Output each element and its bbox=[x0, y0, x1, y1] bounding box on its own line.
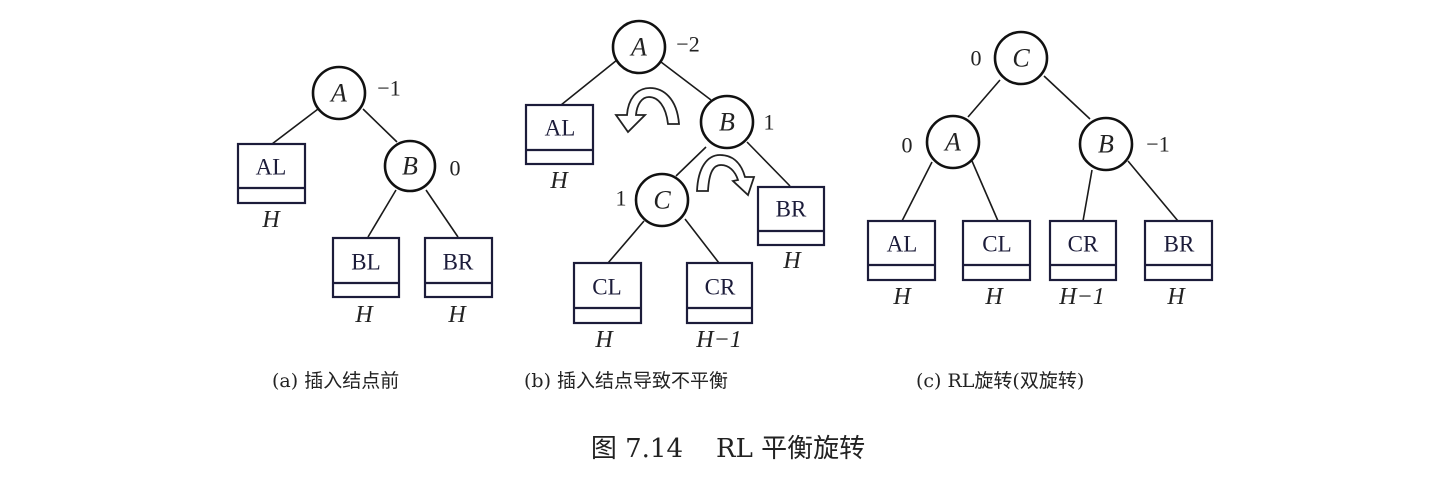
node-a-B: B 0 bbox=[383, 139, 461, 193]
edge-a-A-AL bbox=[271, 105, 323, 145]
subtree-c-BR: BR H bbox=[1143, 219, 1214, 310]
subtree-label: CL bbox=[982, 232, 1011, 257]
edge-a-B-BR bbox=[425, 189, 459, 238]
edge-c-A-CL bbox=[971, 160, 999, 222]
caption-c: (c) RL旋转(双旋转) bbox=[916, 370, 1084, 392]
panel-c: C 0 A 0 B −1 AL H CL H CR H bbox=[866, 30, 1214, 392]
node-label: A bbox=[943, 128, 961, 157]
node-label: A bbox=[629, 33, 647, 62]
subtree-height: H−1 bbox=[1058, 284, 1105, 310]
subtree-height: H bbox=[1166, 284, 1186, 310]
subtree-a-BR: BR H bbox=[423, 236, 494, 328]
subtree-label: AL bbox=[545, 116, 576, 141]
subtree-label: AL bbox=[887, 232, 918, 257]
caption-b: (b) 插入结点导致不平衡 bbox=[524, 370, 728, 392]
node-c-A: A 0 bbox=[902, 114, 981, 170]
node-label: C bbox=[1012, 44, 1030, 73]
balance-factor: 1 bbox=[616, 186, 627, 211]
balance-factor: 0 bbox=[971, 46, 982, 71]
subtree-height: H bbox=[594, 327, 614, 353]
subtree-b-BR: BR H bbox=[756, 185, 826, 274]
edge-b-A-AL bbox=[560, 59, 618, 106]
node-c-C: C 0 bbox=[971, 30, 1049, 86]
subtree-label: CL bbox=[592, 275, 621, 300]
node-label: B bbox=[1098, 130, 1114, 159]
subtree-height: H bbox=[261, 207, 281, 233]
edge-b-B-C bbox=[675, 146, 707, 177]
balance-factor: 1 bbox=[764, 110, 775, 135]
node-label: B bbox=[719, 108, 735, 137]
subtree-c-AL: AL H bbox=[866, 219, 937, 310]
node-b-B: B 1 bbox=[699, 94, 775, 150]
node-label: C bbox=[653, 186, 671, 215]
subtree-b-CL: CL H bbox=[572, 261, 643, 353]
node-a-A: A −1 bbox=[311, 65, 401, 121]
subtree-a-BL: BL H bbox=[331, 236, 401, 328]
subtree-label: AL bbox=[256, 155, 287, 180]
node-label: B bbox=[402, 152, 418, 181]
rotate-right-arrow-icon bbox=[696, 154, 756, 197]
subtree-label: BR bbox=[443, 250, 474, 275]
subtree-height: H bbox=[984, 284, 1004, 310]
subtree-label: CR bbox=[1068, 232, 1099, 257]
edge-a-A-B bbox=[362, 108, 398, 143]
node-b-C: C 1 bbox=[616, 172, 690, 228]
balance-factor: −1 bbox=[1146, 132, 1169, 157]
subtree-height: H bbox=[447, 302, 467, 328]
panel-a: A −1 B 0 AL H BL H BR H (a) 插入结点前 bbox=[236, 65, 494, 392]
balance-factor: 0 bbox=[902, 133, 913, 158]
subtree-height: H−1 bbox=[695, 327, 742, 353]
subtree-height: H bbox=[892, 284, 912, 310]
node-c-B: B −1 bbox=[1078, 116, 1170, 172]
edge-c-B-CR bbox=[1082, 169, 1093, 222]
figure-title: 图 7.14 RL 平衡旋转 bbox=[591, 434, 865, 464]
rotate-left-arrow-icon bbox=[614, 87, 680, 134]
subtree-height: H bbox=[549, 168, 569, 194]
subtree-label: CR bbox=[705, 275, 736, 300]
edge-c-B-BR bbox=[1127, 160, 1179, 222]
subtree-height: H bbox=[782, 248, 802, 274]
subtree-a-AL: AL H bbox=[236, 142, 307, 233]
edge-a-B-BL bbox=[367, 189, 397, 238]
subtree-c-CL: CL H bbox=[961, 219, 1032, 310]
edge-c-A-AL bbox=[901, 161, 933, 222]
node-label: A bbox=[329, 79, 347, 108]
subtree-c-CR: CR H−1 bbox=[1048, 219, 1118, 310]
subtree-b-CR: CR H−1 bbox=[685, 261, 754, 353]
node-b-A: A −2 bbox=[611, 19, 700, 75]
edge-c-C-B bbox=[1043, 75, 1091, 120]
edge-c-C-A bbox=[967, 79, 1001, 118]
subtree-label: BL bbox=[351, 250, 380, 275]
subtree-label: BR bbox=[1164, 232, 1195, 257]
subtree-b-AL: AL H bbox=[524, 103, 595, 194]
balance-factor: −2 bbox=[676, 32, 699, 57]
subtree-height: H bbox=[354, 302, 374, 328]
edge-b-B-BR bbox=[746, 141, 791, 187]
caption-a: (a) 插入结点前 bbox=[272, 370, 399, 392]
edge-b-A-B bbox=[660, 61, 712, 101]
subtree-label: BR bbox=[776, 197, 807, 222]
edge-b-C-CR bbox=[684, 218, 720, 264]
balance-factor: −1 bbox=[377, 76, 400, 101]
balance-factor: 0 bbox=[450, 156, 461, 181]
edge-b-C-CL bbox=[607, 220, 645, 264]
panel-b: A −2 B 1 C 1 AL H BR H bbox=[524, 19, 826, 392]
